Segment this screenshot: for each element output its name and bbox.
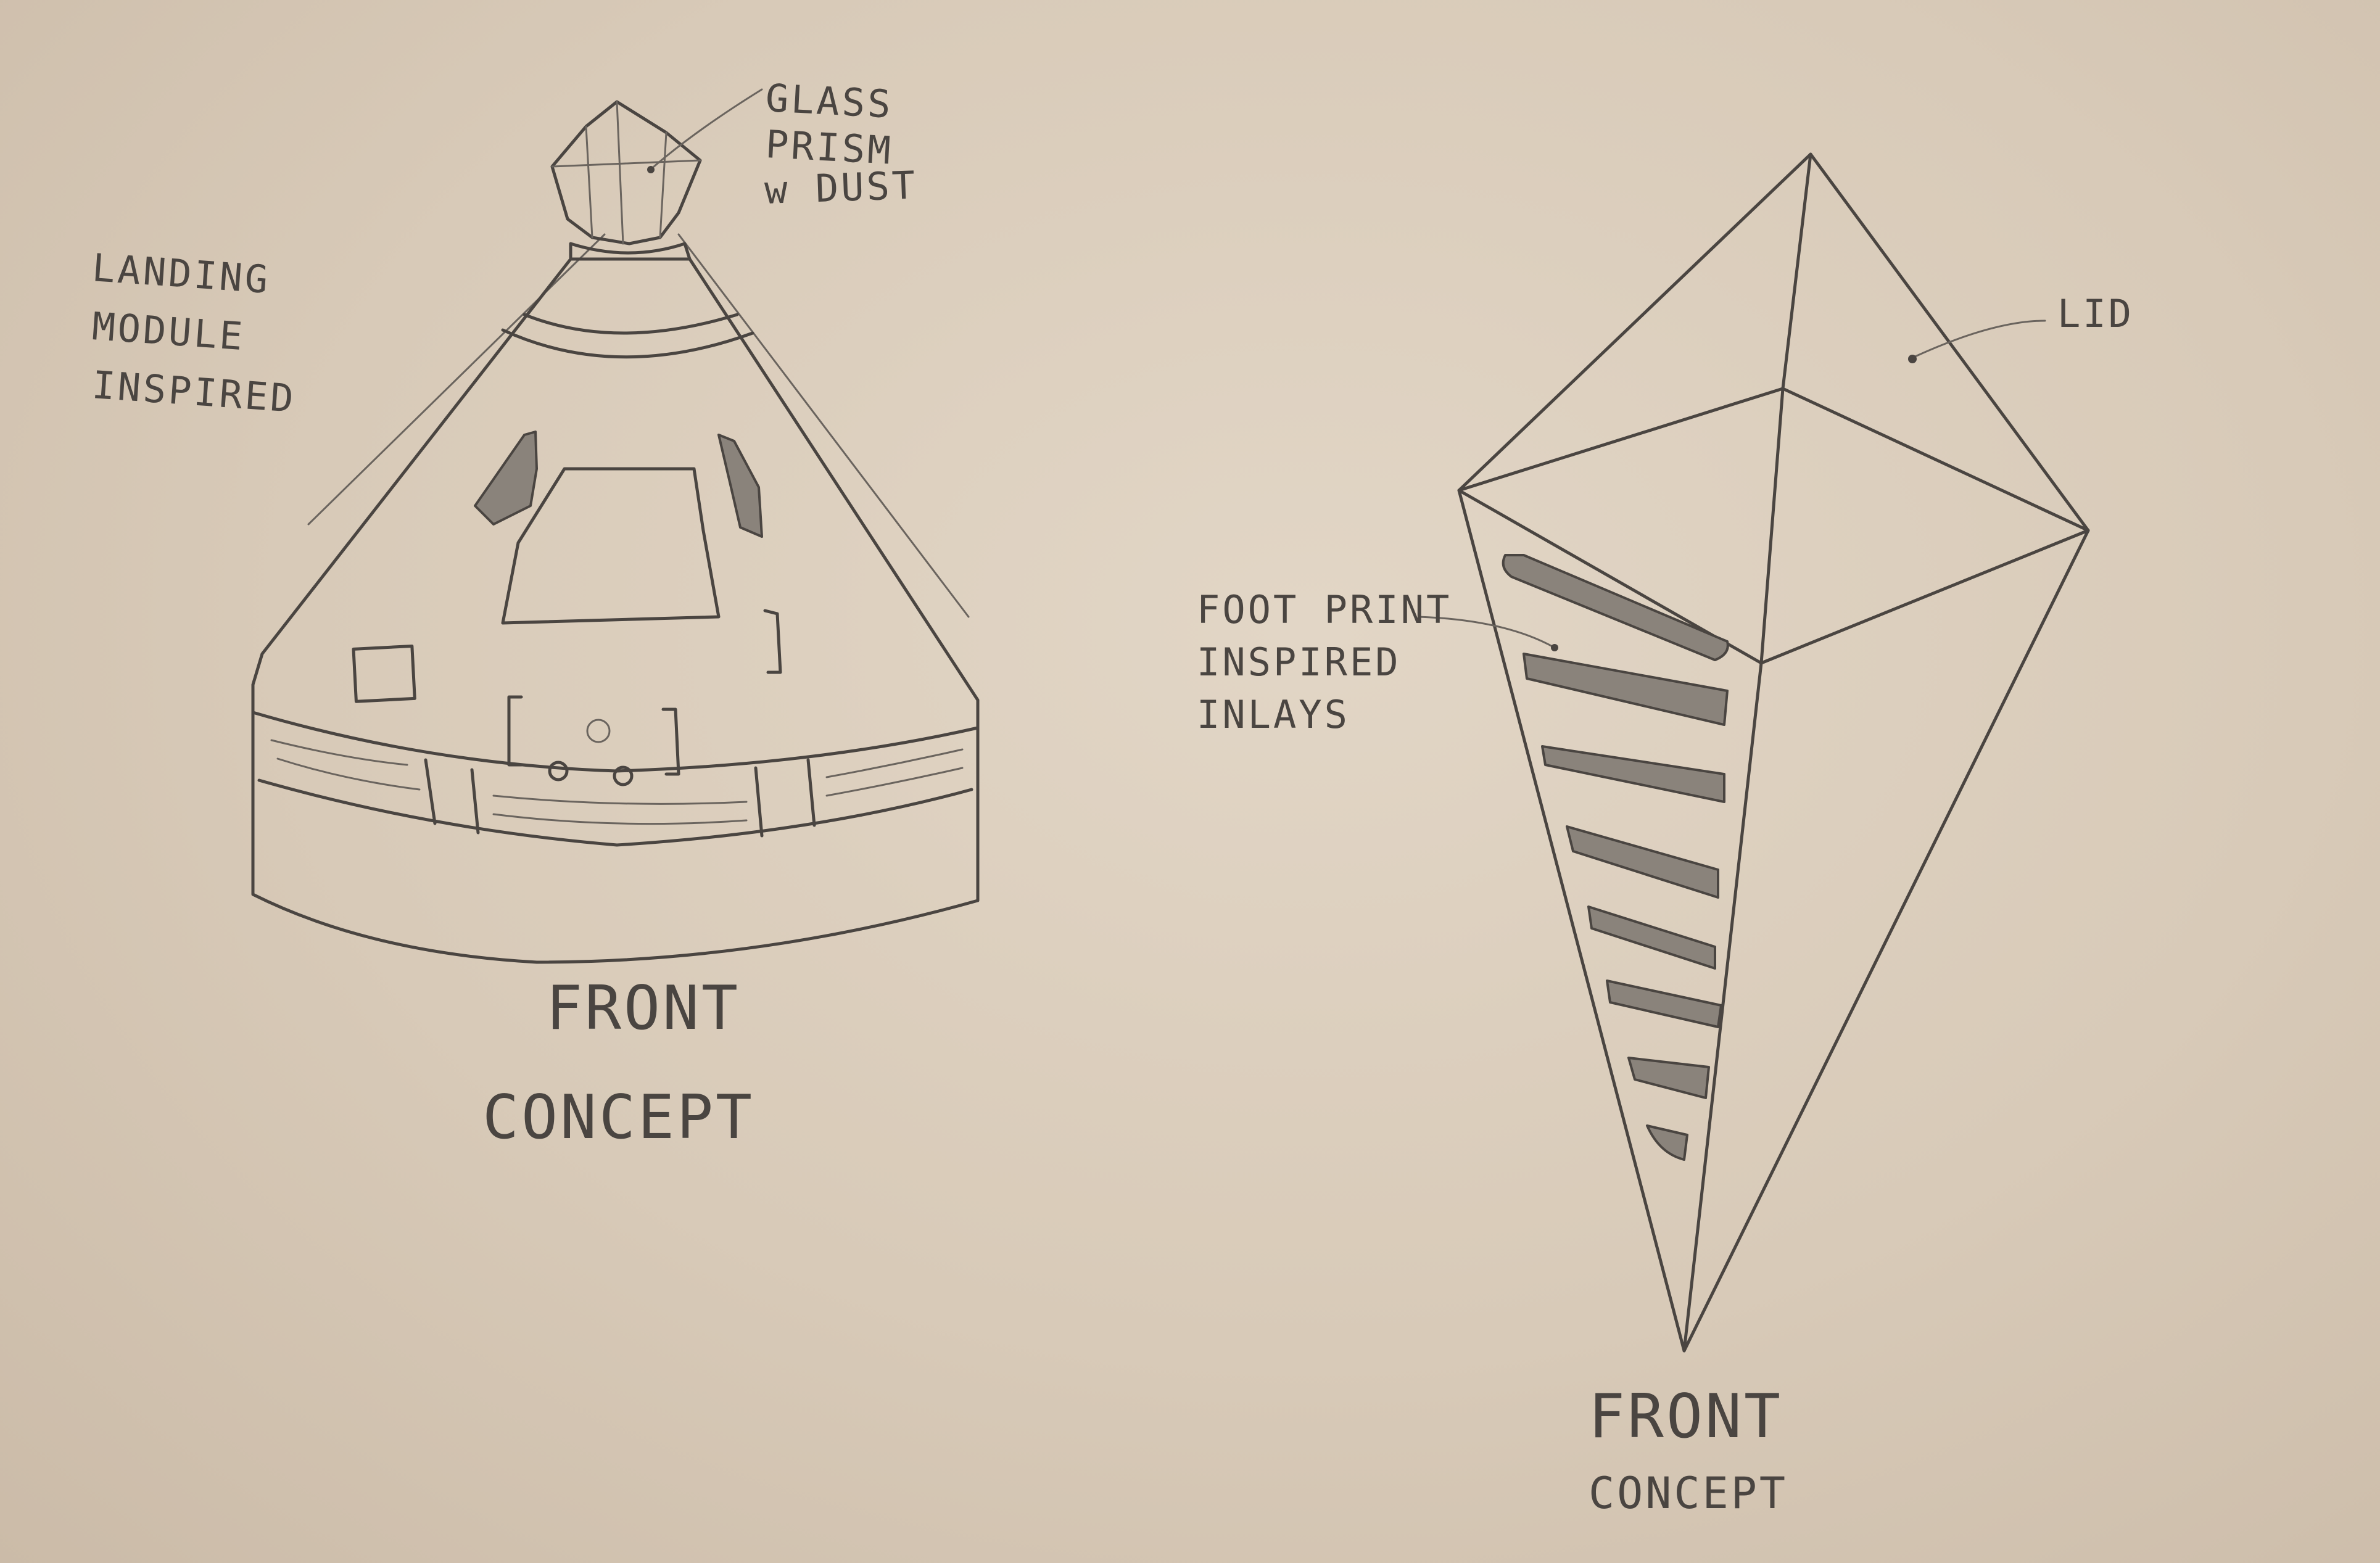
footprint-crystal-concept: LID FOOT PRINT INSPIRED INLAYS FRONT CON… — [1197, 154, 2134, 1519]
side-hatch — [353, 646, 415, 701]
inlay-note-line-3: INLAYS — [1197, 692, 1350, 737]
left-side-window — [475, 432, 537, 524]
inlay-note-line-1: FOOT PRINT — [1197, 587, 1452, 632]
inlay-7 — [1629, 1058, 1709, 1098]
right-side-window — [719, 435, 762, 537]
prism-outline — [552, 102, 700, 244]
crystal-lid — [1459, 154, 2088, 530]
panel-port-left — [550, 762, 567, 780]
inlay-6 — [1607, 981, 1721, 1027]
prism-note-line-3: w DUST — [764, 162, 918, 213]
collar-top-edge — [524, 315, 737, 333]
front-hatch-window — [503, 469, 719, 623]
base-band-bottom — [259, 780, 972, 845]
panel-bracket-right — [663, 709, 679, 774]
base-seam-2 — [472, 770, 478, 833]
lid-leader-dot — [1908, 355, 1917, 363]
base-seam-3 — [756, 768, 762, 836]
footprint-inlays — [1503, 555, 1728, 1160]
panel-light — [587, 720, 609, 742]
base-band-top — [253, 712, 978, 771]
left-guide-line — [308, 234, 605, 524]
side-note-line-3: INSPIRED — [91, 362, 297, 421]
glass-prism — [552, 102, 700, 259]
lid-leader-line — [1912, 321, 2045, 358]
right-guide-line — [679, 234, 969, 617]
left-view-label: FRONT — [546, 973, 740, 1044]
lid-note: LID — [2057, 291, 2134, 336]
landing-module-concept: LANDING MODULE INSPIRED GLASS PRISM w DU… — [91, 75, 978, 1153]
lid-front-edge-right — [1761, 530, 2088, 663]
inlay-4 — [1567, 827, 1718, 897]
inlay-note-line-2: INSPIRED — [1197, 640, 1401, 685]
right-bracket-detail — [765, 611, 780, 672]
right-view-label: FRONT — [1589, 1382, 1783, 1452]
left-concept-label: CONCEPT — [482, 1083, 754, 1153]
inlay-5 — [1589, 907, 1715, 968]
panel-bracket-left — [509, 697, 521, 765]
side-note-line-1: LANDING — [91, 245, 272, 302]
inlay-heel — [1647, 1126, 1687, 1160]
lid-ridge — [1783, 154, 1811, 389]
base-seam-1 — [426, 760, 435, 823]
inlay-2 — [1524, 654, 1727, 725]
crystal-lower-body — [1459, 490, 2088, 1351]
prism-note-line-1: GLASS — [764, 75, 894, 127]
cone-body — [253, 259, 978, 962]
inlay-1 — [1503, 555, 1728, 660]
base-seam-4 — [808, 760, 814, 825]
side-note-line-2: MODULE — [91, 303, 246, 359]
prism-leader-line — [654, 89, 762, 167]
lid-inner-edge — [1761, 389, 1783, 663]
inlay-3 — [1542, 746, 1724, 802]
right-concept-label: CONCEPT — [1589, 1468, 1788, 1519]
inlay-leader-dot — [1551, 644, 1558, 651]
